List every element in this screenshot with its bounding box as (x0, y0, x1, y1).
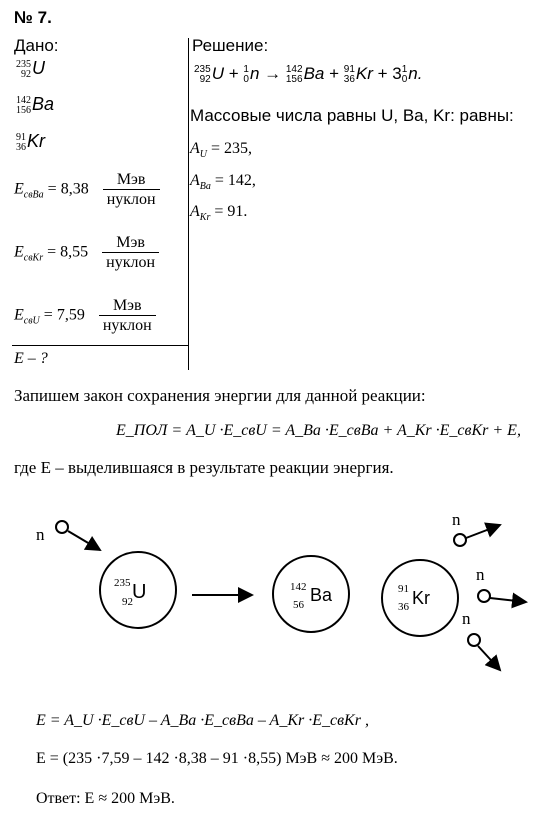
outgoing-neutron-2-icon (477, 589, 491, 603)
uranium-symbol: U (132, 581, 146, 603)
mass-numbers-text: Массовые числа равны U, Ba, Kr: равны: (190, 106, 514, 125)
incoming-neutron-icon (55, 520, 69, 534)
given-find: E – ? (14, 350, 48, 367)
vertical-divider (188, 38, 189, 370)
given-underline (12, 345, 189, 346)
krypton-charge: 36 (398, 601, 410, 613)
barium-charge: 56 (293, 599, 305, 611)
mass-ba: ABa = 142, (190, 172, 256, 193)
krypton-mass: 91 (398, 583, 409, 595)
outgoing-neutron-1-label: n (452, 510, 461, 529)
law-text: Запишем закон сохранения энергии для дан… (14, 386, 426, 405)
where-text: где E – выделившаяся в результате реакци… (14, 458, 394, 477)
barium-nucleus (272, 555, 350, 633)
mass-u: AU = 235, (190, 140, 253, 161)
incoming-neutron-arrow (67, 530, 102, 552)
uranium-charge: 92 (122, 596, 133, 608)
outgoing-neutron-2-label: n (476, 565, 485, 584)
fission-diagram: n 235 92 U 142 56 Ba 91 36 Kr n n n (36, 510, 528, 672)
outgoing-neutron-2-arrow (489, 592, 528, 609)
outgoing-neutron-3-icon (467, 633, 481, 647)
solution-header: Решение: (192, 36, 269, 55)
given-header: Дано: (14, 36, 59, 55)
uranium-nucleus (99, 551, 177, 629)
energy-equation: E_ПОЛ = A_U ·E_свU = A_Ba ·E_свBa + A_Kr… (116, 422, 521, 439)
krypton-nucleus (381, 559, 459, 637)
outgoing-neutron-1-icon (453, 533, 467, 547)
outgoing-neutron-3-label: n (462, 609, 471, 628)
outgoing-neutron-3-arrow (477, 645, 502, 672)
incoming-neutron-label: n (36, 525, 45, 544)
barium-symbol: Ba (310, 585, 333, 605)
mass-kr: AKr = 91. (190, 203, 248, 224)
answer: Ответ: E ≈ 200 МэВ. (36, 790, 175, 807)
uranium-mass: 235 (114, 577, 131, 589)
barium-mass: 142 (290, 581, 307, 593)
krypton-symbol: Kr (412, 588, 430, 608)
problem-number: № 7. (14, 8, 52, 27)
formula-numeric: E = (235 ·7,59 – 142 ·8,38 – 91 ·8,55) М… (36, 750, 398, 767)
outgoing-neutron-1-arrow (465, 522, 502, 539)
formula-energy: E = A_U ·E_свU – A_Ba ·E_свBa – A_Kr ·E_… (36, 712, 369, 729)
